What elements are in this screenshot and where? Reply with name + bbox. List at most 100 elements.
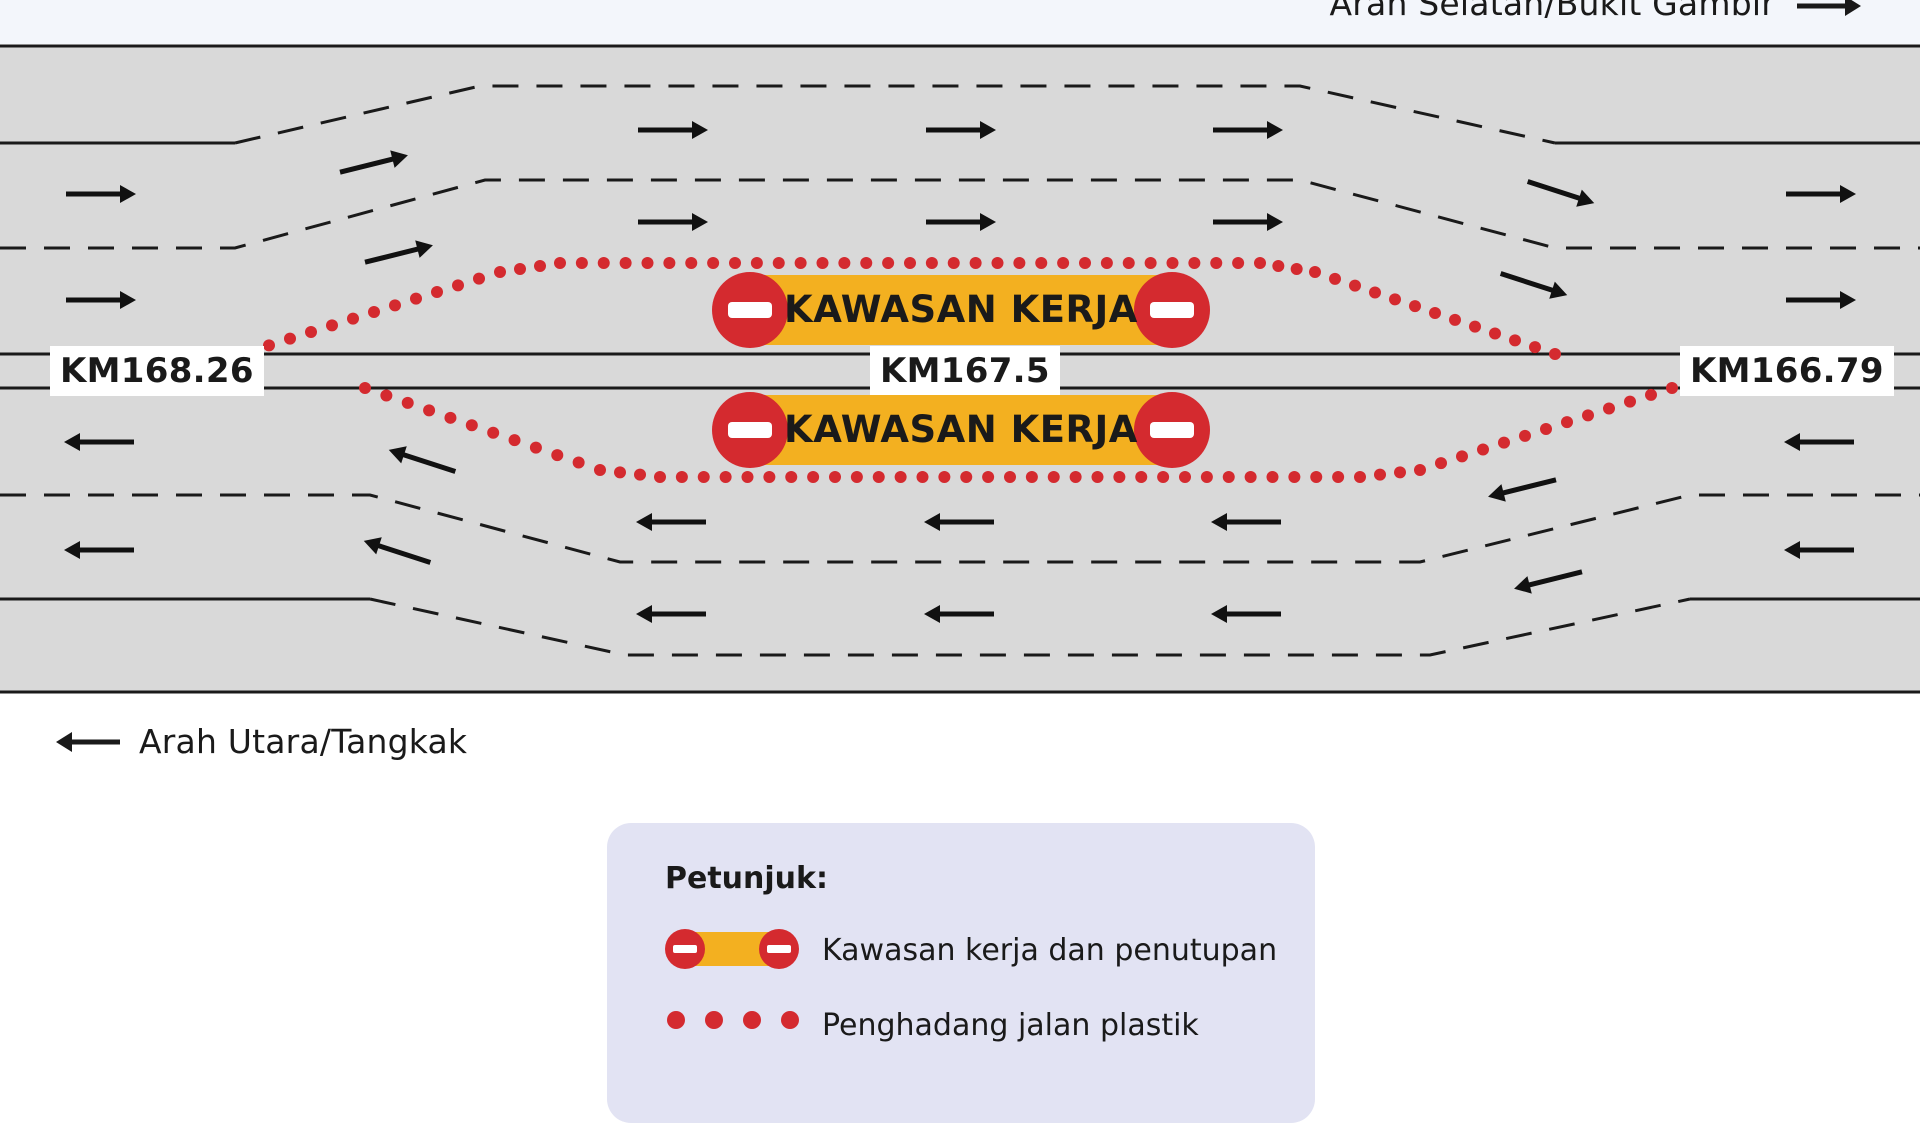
barrier-dot [1489, 327, 1501, 340]
barrier-dot [1122, 257, 1135, 269]
arrow-right-icon [1213, 213, 1283, 231]
barrier-dot [494, 266, 506, 278]
barrier-dot [554, 257, 566, 269]
barrier-dot [685, 257, 698, 269]
barrier-dot [614, 466, 626, 479]
barrier-dot [1144, 257, 1157, 269]
barrier-dot [347, 312, 359, 325]
barrier-dot [1091, 471, 1104, 483]
arrow-left-icon [1784, 541, 1854, 559]
barrier-dot [508, 434, 521, 447]
barrier-dot [1449, 313, 1461, 326]
barrier-dot [882, 257, 895, 269]
barrier-dot [1288, 471, 1301, 483]
barrier-dot [1244, 471, 1257, 483]
barrier-dot [534, 260, 546, 272]
barrier-dot [872, 471, 885, 483]
km-marker-right: KM166.79 [1680, 346, 1894, 396]
barrier-dot [1157, 471, 1170, 483]
lane-divider-line [369, 597, 1691, 657]
work-zone-top: KAWASAN KERJA [712, 272, 1210, 348]
barrier-dot [719, 471, 732, 483]
arrow-right-icon [66, 185, 136, 203]
legend-title: Petunjuk: [665, 861, 828, 896]
barrier-dot [1561, 416, 1573, 429]
barrier-dot [1232, 257, 1245, 269]
barrier-dot [1394, 466, 1406, 479]
no-entry-icon [1134, 272, 1210, 348]
barrier-dot [663, 257, 676, 269]
barrier-dot [1529, 341, 1541, 354]
barrier-dot [707, 257, 720, 269]
barrier-dot [860, 257, 873, 269]
barrier-dot [1666, 382, 1678, 394]
barrier-dot [1435, 457, 1447, 470]
barrier-dot [1004, 471, 1016, 483]
barrier-dot [1113, 471, 1126, 483]
arrow-right-icon [1786, 291, 1856, 309]
arrow-left-icon [1784, 433, 1854, 451]
barrier-dot [838, 257, 851, 269]
arrow-left-icon [64, 541, 134, 559]
barrier-dot [1429, 307, 1441, 319]
barrier-dot [1349, 279, 1361, 292]
barrier-dot [1210, 257, 1223, 269]
arrow-left-icon [56, 732, 120, 752]
barrier-dot [654, 471, 666, 483]
lane-divider-line [0, 493, 1920, 564]
barrier-dot [1200, 471, 1213, 483]
barrier-dot [925, 257, 938, 269]
barrier-dot [969, 257, 982, 269]
no-entry-icon [1134, 392, 1210, 468]
barrier-dot [326, 319, 338, 332]
barrier-dot [1166, 257, 1179, 269]
barrier-dot [1624, 395, 1636, 408]
barrier-dot [423, 404, 436, 417]
barrier-dot [1272, 260, 1285, 272]
legend-label-plastic-barrier: Penghadang jalan plastik [822, 1008, 1199, 1043]
work-zone-bar [748, 275, 1174, 345]
barrier-dot [982, 471, 995, 483]
barrier-dot [1369, 286, 1381, 299]
barrier-dot [551, 449, 564, 462]
arrow-left-icon [924, 513, 994, 531]
barrier-dot [1222, 471, 1235, 483]
arrow-left-icon [64, 433, 134, 451]
barrier-dot [763, 471, 776, 483]
arrow-right-icon [364, 240, 433, 265]
barrier-dot [1603, 402, 1615, 415]
arrow-left-icon [1211, 605, 1281, 623]
work-zone-label: KAWASAN KERJA [784, 408, 1138, 451]
top-band [0, 0, 1920, 44]
barrier-dot [1100, 257, 1113, 269]
barrier-dot [263, 339, 275, 352]
barrier-dot [1645, 388, 1657, 401]
barrier-dot [572, 456, 585, 469]
barrier-dot [772, 257, 785, 269]
barrier-dot [1389, 293, 1401, 306]
barrier-dot [284, 332, 296, 345]
barrier-dot [1540, 423, 1552, 435]
barrier-dot [444, 411, 457, 424]
barrier-dot [1414, 464, 1426, 476]
barrier-dot [389, 299, 401, 312]
barrier-dot [368, 306, 380, 318]
arrow-right-icon [1797, 0, 1861, 16]
barrier-dot [1374, 468, 1386, 481]
plastic-barrier-dots-icon [667, 1011, 807, 1031]
barrier-dot [359, 382, 371, 394]
barrier-dot [1309, 266, 1321, 278]
barrier-dot [575, 257, 588, 269]
barrier-dot [1332, 471, 1345, 483]
barrier-dot [1469, 320, 1481, 333]
barrier-dot [1582, 409, 1594, 422]
barrier-dot [487, 426, 500, 439]
barrier-dot [741, 471, 754, 483]
arrow-right-icon [1526, 179, 1595, 207]
barrier-dot [1509, 334, 1521, 347]
arrow-right-icon [339, 150, 408, 175]
barrier-dot [1188, 257, 1201, 269]
barrier-dot [380, 389, 393, 402]
barrier-dot [401, 396, 414, 409]
barrier-dot [916, 471, 929, 483]
